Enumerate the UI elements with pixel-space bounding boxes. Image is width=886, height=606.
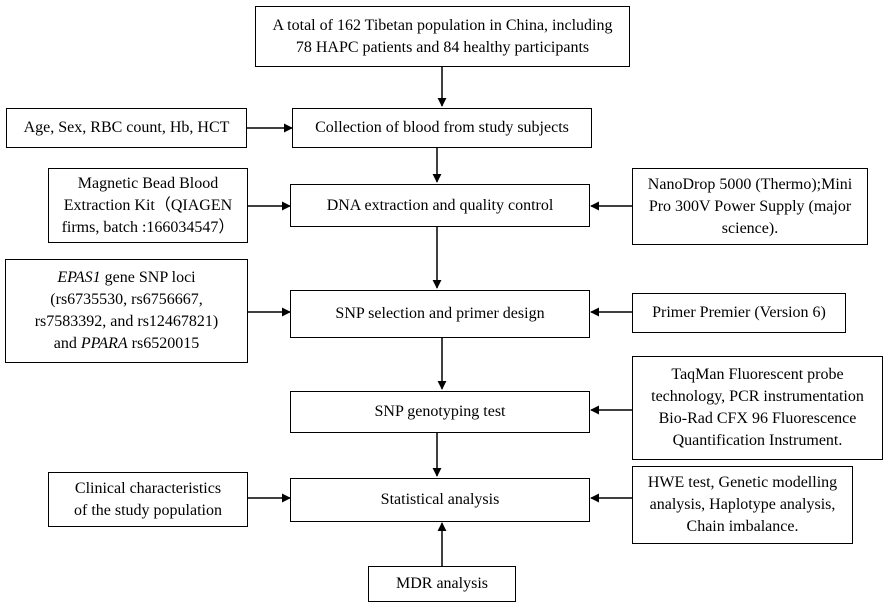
nanodrop-line1: NanoDrop 5000 (Thermo);Mini	[647, 175, 853, 193]
snp-loci-line3: rs7583392, and rs12467821)	[34, 313, 219, 330]
statistical-box: Statistical analysis	[290, 478, 590, 522]
taqman-line3: Bio-Rad CFX 96 Fluorescence	[658, 410, 857, 427]
clinical-box: Clinical characteristics of the study po…	[48, 472, 248, 527]
extraction-kit-line3: firms, batch :166034547）	[61, 218, 235, 236]
snp-loci-line4-rest: rs6520015	[127, 335, 200, 352]
blood-collection-box: Collection of blood from study subjects	[292, 108, 592, 148]
clinical-line1: Clinical characteristics	[74, 479, 222, 497]
gene-ppara: PPARA	[80, 335, 128, 352]
genotyping-label: SNP genotyping test	[374, 403, 506, 420]
blood-params-box: Age, Sex, RBC count, Hb, HCT	[6, 108, 247, 148]
clinical-line2: of the study population	[74, 501, 222, 519]
hwe-line2: analysis, Haplotype analysis,	[649, 496, 836, 513]
snp-loci-line4: and PPARA rs6520015	[54, 333, 199, 355]
snp-loci-line2: (rs6735530, rs6756667,	[50, 291, 203, 308]
dna-extraction-box: DNA extraction and quality control	[290, 184, 590, 227]
hwe-box: HWE test, Genetic modelling analysis, Ha…	[632, 466, 853, 544]
taqman-box: TaqMan Fluorescent probe technology, PCR…	[632, 356, 883, 460]
nanodrop-line3: science).	[721, 219, 779, 237]
snp-selection-box: SNP selection and primer design	[290, 290, 590, 338]
extraction-kit-line1: Magnetic Bead Blood	[77, 174, 219, 192]
mdr-box: MDR analysis	[368, 566, 516, 602]
hwe-line3: Chain imbalance.	[686, 518, 799, 535]
taqman-line4: Quantification Instrument.	[672, 432, 843, 449]
blood-collection-label: Collection of blood from study subjects	[315, 119, 569, 136]
extraction-kit-box: Magnetic Bead Blood Extraction Kit（QIAGE…	[48, 168, 248, 243]
statistical-label: Statistical analysis	[380, 491, 500, 508]
nanodrop-line2: Pro 300V Power Supply (major	[648, 197, 852, 215]
primer-premier-box: Primer Premier (Version 6)	[632, 293, 846, 333]
primer-premier-label: Primer Premier (Version 6)	[652, 304, 826, 321]
genotyping-box: SNP genotyping test	[290, 391, 590, 433]
blood-params-label: Age, Sex, RBC count, Hb, HCT	[23, 119, 230, 136]
dna-extraction-label: DNA extraction and quality control	[326, 196, 554, 214]
snp-loci-line1: EPAS1 gene SNP loci	[57, 267, 195, 289]
taqman-line1: TaqMan Fluorescent probe	[671, 366, 844, 383]
hwe-line1: HWE test, Genetic modelling	[647, 474, 838, 491]
population-line2: 78 HAPC patients and 84 healthy particip…	[295, 38, 590, 56]
snp-loci-line1-rest: gene SNP loci	[100, 269, 196, 286]
population-line1: A total of 162 Tibetan population in Chi…	[272, 16, 613, 34]
snp-loci-line4-pre: and	[53, 335, 81, 352]
taqman-line2: technology, PCR instrumentation	[651, 388, 864, 405]
snp-loci-box: EPAS1 gene SNP loci (rs6735530, rs675666…	[5, 259, 248, 363]
snp-selection-label: SNP selection and primer design	[335, 305, 545, 322]
mdr-label: MDR analysis	[396, 575, 488, 592]
extraction-kit-line2: Extraction Kit（QIAGEN	[63, 196, 233, 214]
population-box: A total of 162 Tibetan population in Chi…	[255, 6, 630, 67]
nanodrop-box: NanoDrop 5000 (Thermo);Mini Pro 300V Pow…	[632, 168, 868, 245]
gene-epas1: EPAS1	[57, 269, 101, 286]
